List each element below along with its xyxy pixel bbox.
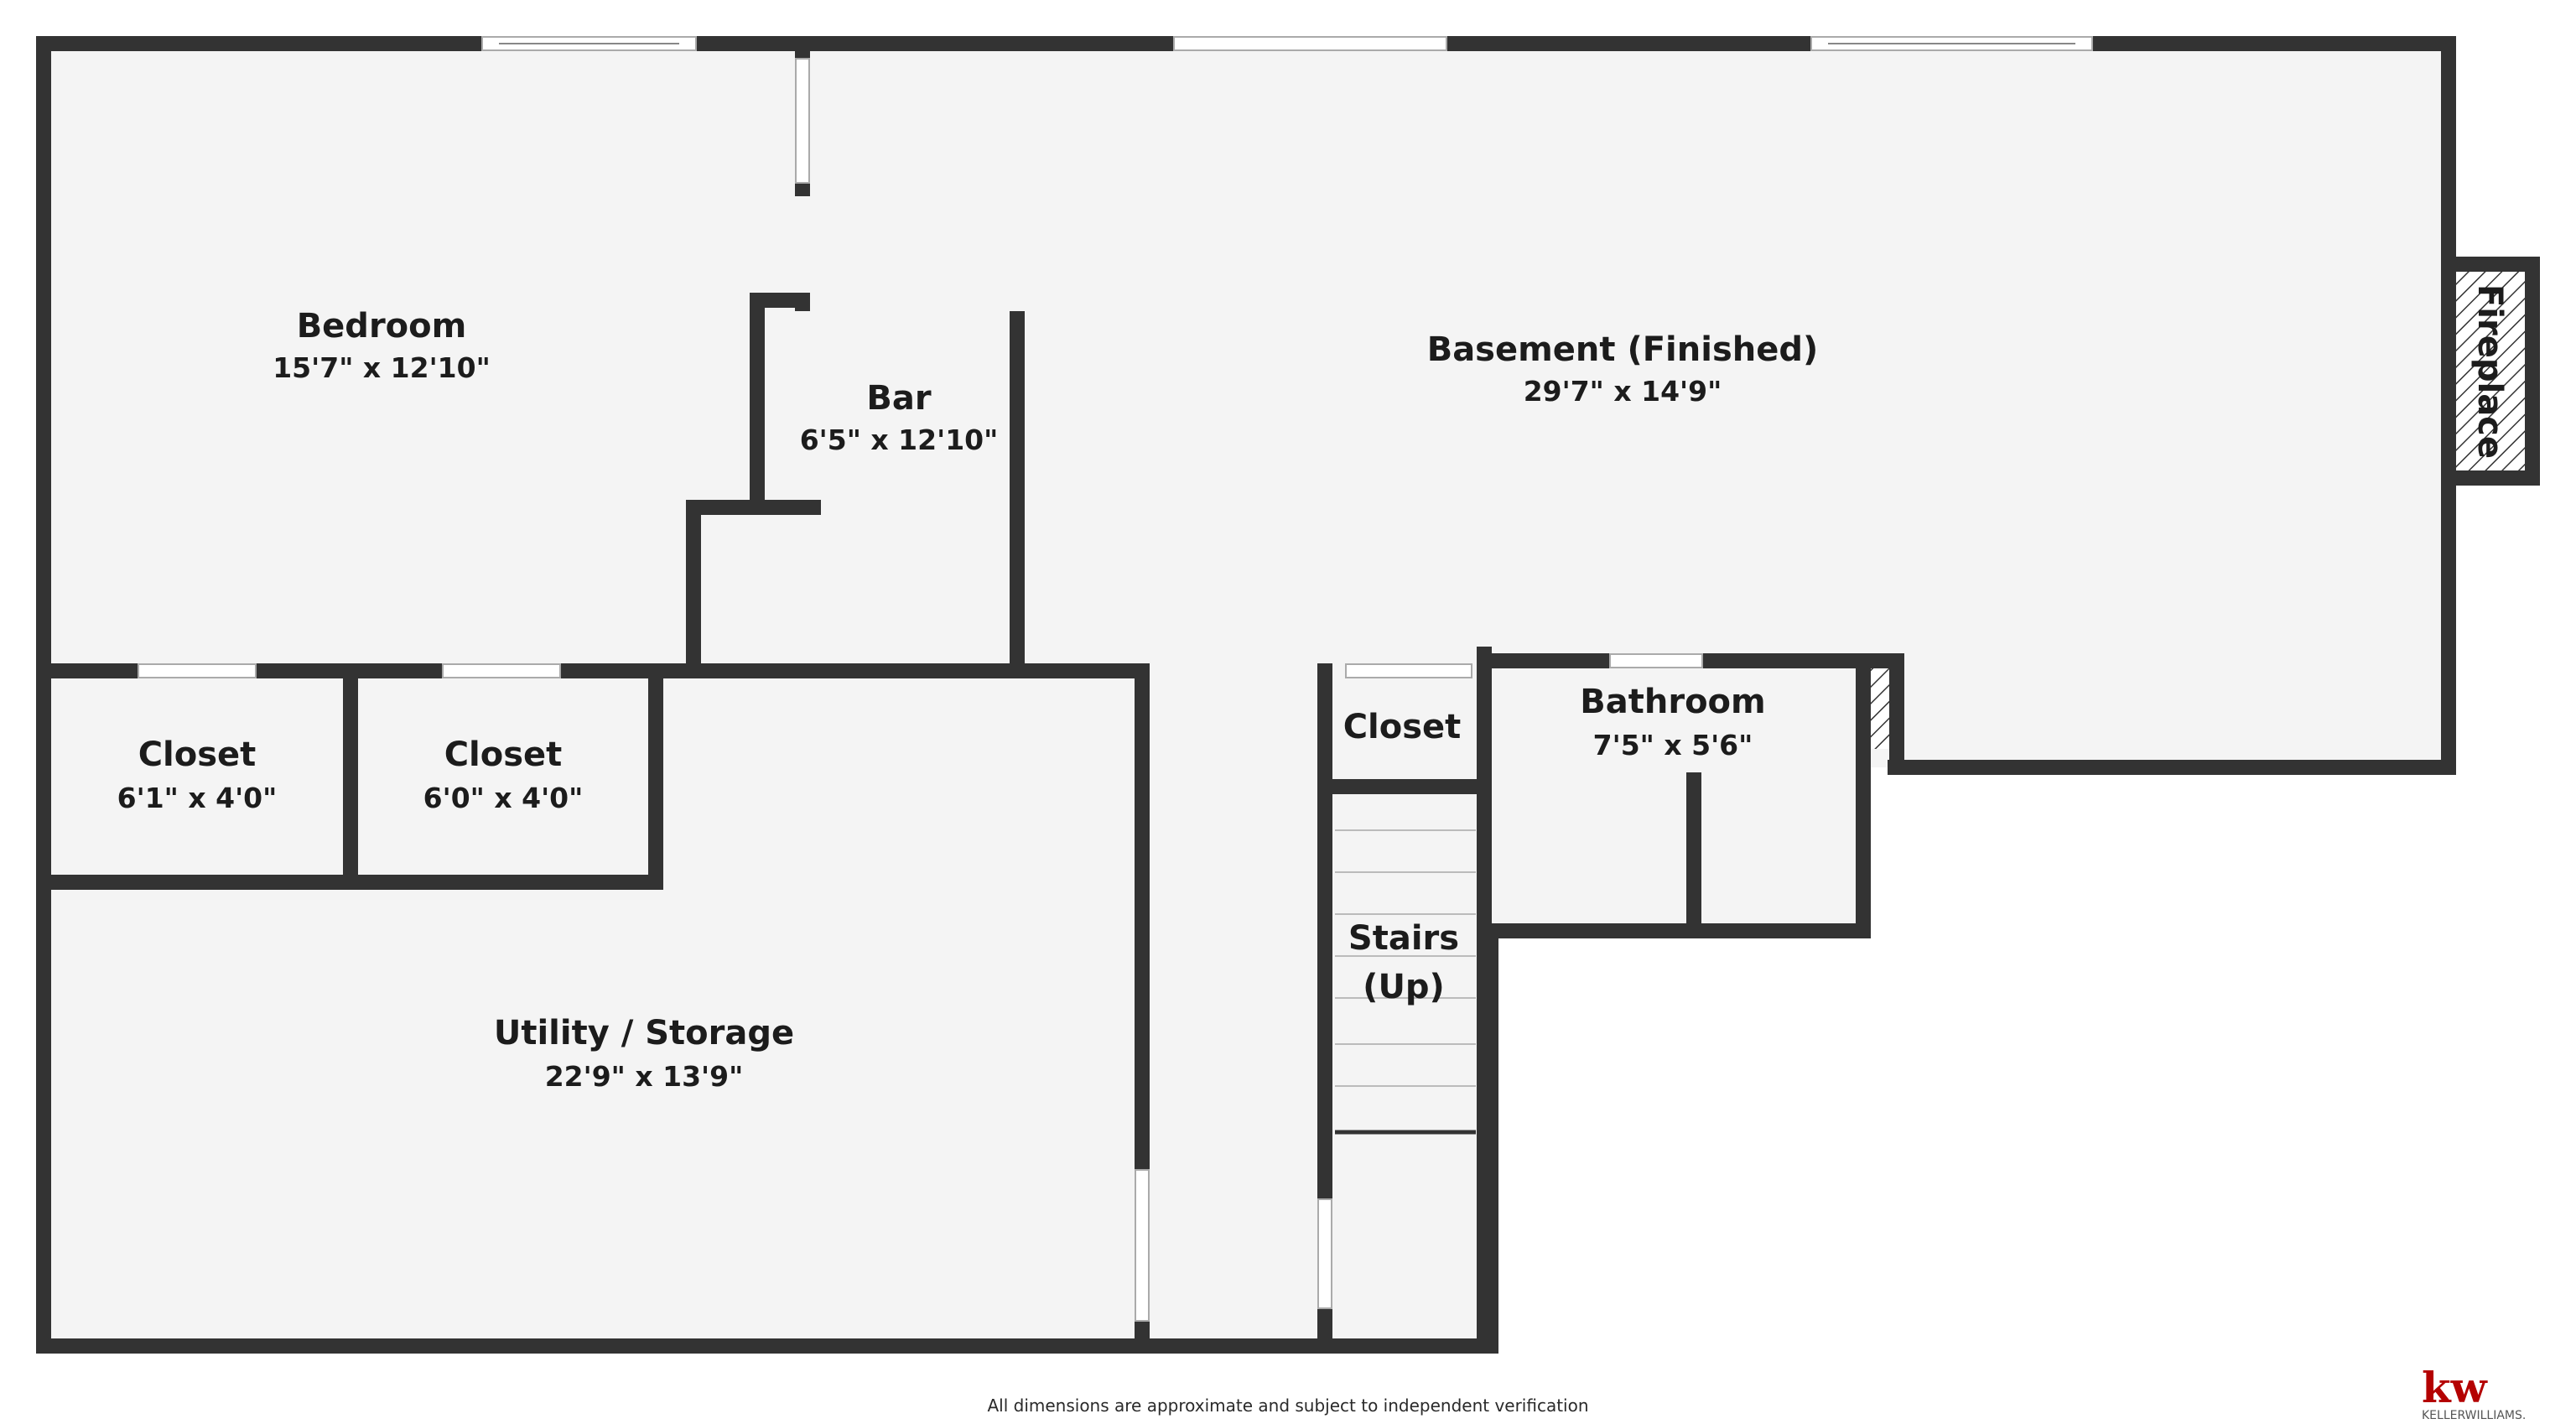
room-dims-bar: 6'5" x 12'10" — [800, 424, 999, 456]
room-dims-closet-2: 6'0" x 4'0" — [423, 782, 584, 814]
room-name-stairs-line1: Stairs — [1348, 919, 1459, 958]
kw-logo-wordmark: KELLERWILLIAMS. — [2422, 1409, 2526, 1422]
fireplace-wall — [2441, 257, 2540, 486]
room-name-closet-3: Closet — [1343, 708, 1462, 746]
room-name-bedroom: Bedroom — [297, 307, 467, 346]
room-name-closet-1: Closet — [138, 735, 257, 774]
floor-fills — [44, 44, 2527, 1339]
room-dims-closet-1: 6'1" x 4'0" — [117, 782, 278, 814]
room-name-basement: Basement (Finished) — [1427, 330, 1819, 369]
bedroom-bar-step — [750, 293, 821, 515]
room-dims-bedroom: 15'7" x 12'10" — [273, 351, 491, 384]
room-dims-bathroom: 7'5" x 5'6" — [1593, 729, 1753, 761]
bedroom-bar-step2 — [686, 500, 765, 678]
room-name-stairs-line2: (Up) — [1363, 968, 1445, 1006]
room-name-closet-2: Closet — [444, 735, 563, 774]
room-name-utility: Utility / Storage — [494, 1014, 794, 1052]
room-name-bathroom: Bathroom — [1580, 683, 1765, 721]
room-dims-utility: 22'9" x 13'9" — [545, 1060, 744, 1093]
exterior-cutouts — [1493, 767, 2455, 1384]
bathroom-wall-right — [1477, 653, 1871, 938]
stairs-treads — [1335, 829, 1476, 1135]
kw-logo-mark: kw — [2422, 1363, 2489, 1412]
room-labels: Bedroom 15'7" x 12'10" Bar 6'5" x 12'10"… — [117, 284, 2509, 1093]
disclaimer-text: All dimensions are approximate and subje… — [987, 1395, 1588, 1416]
kw-logo: kw KELLERWILLIAMS. — [2422, 1363, 2526, 1422]
room-dims-basement: 29'7" x 14'9" — [1524, 375, 1722, 408]
windows — [138, 36, 2093, 1322]
room-name-fireplace: Fireplace — [2470, 284, 2509, 459]
room-name-bar: Bar — [866, 379, 931, 418]
